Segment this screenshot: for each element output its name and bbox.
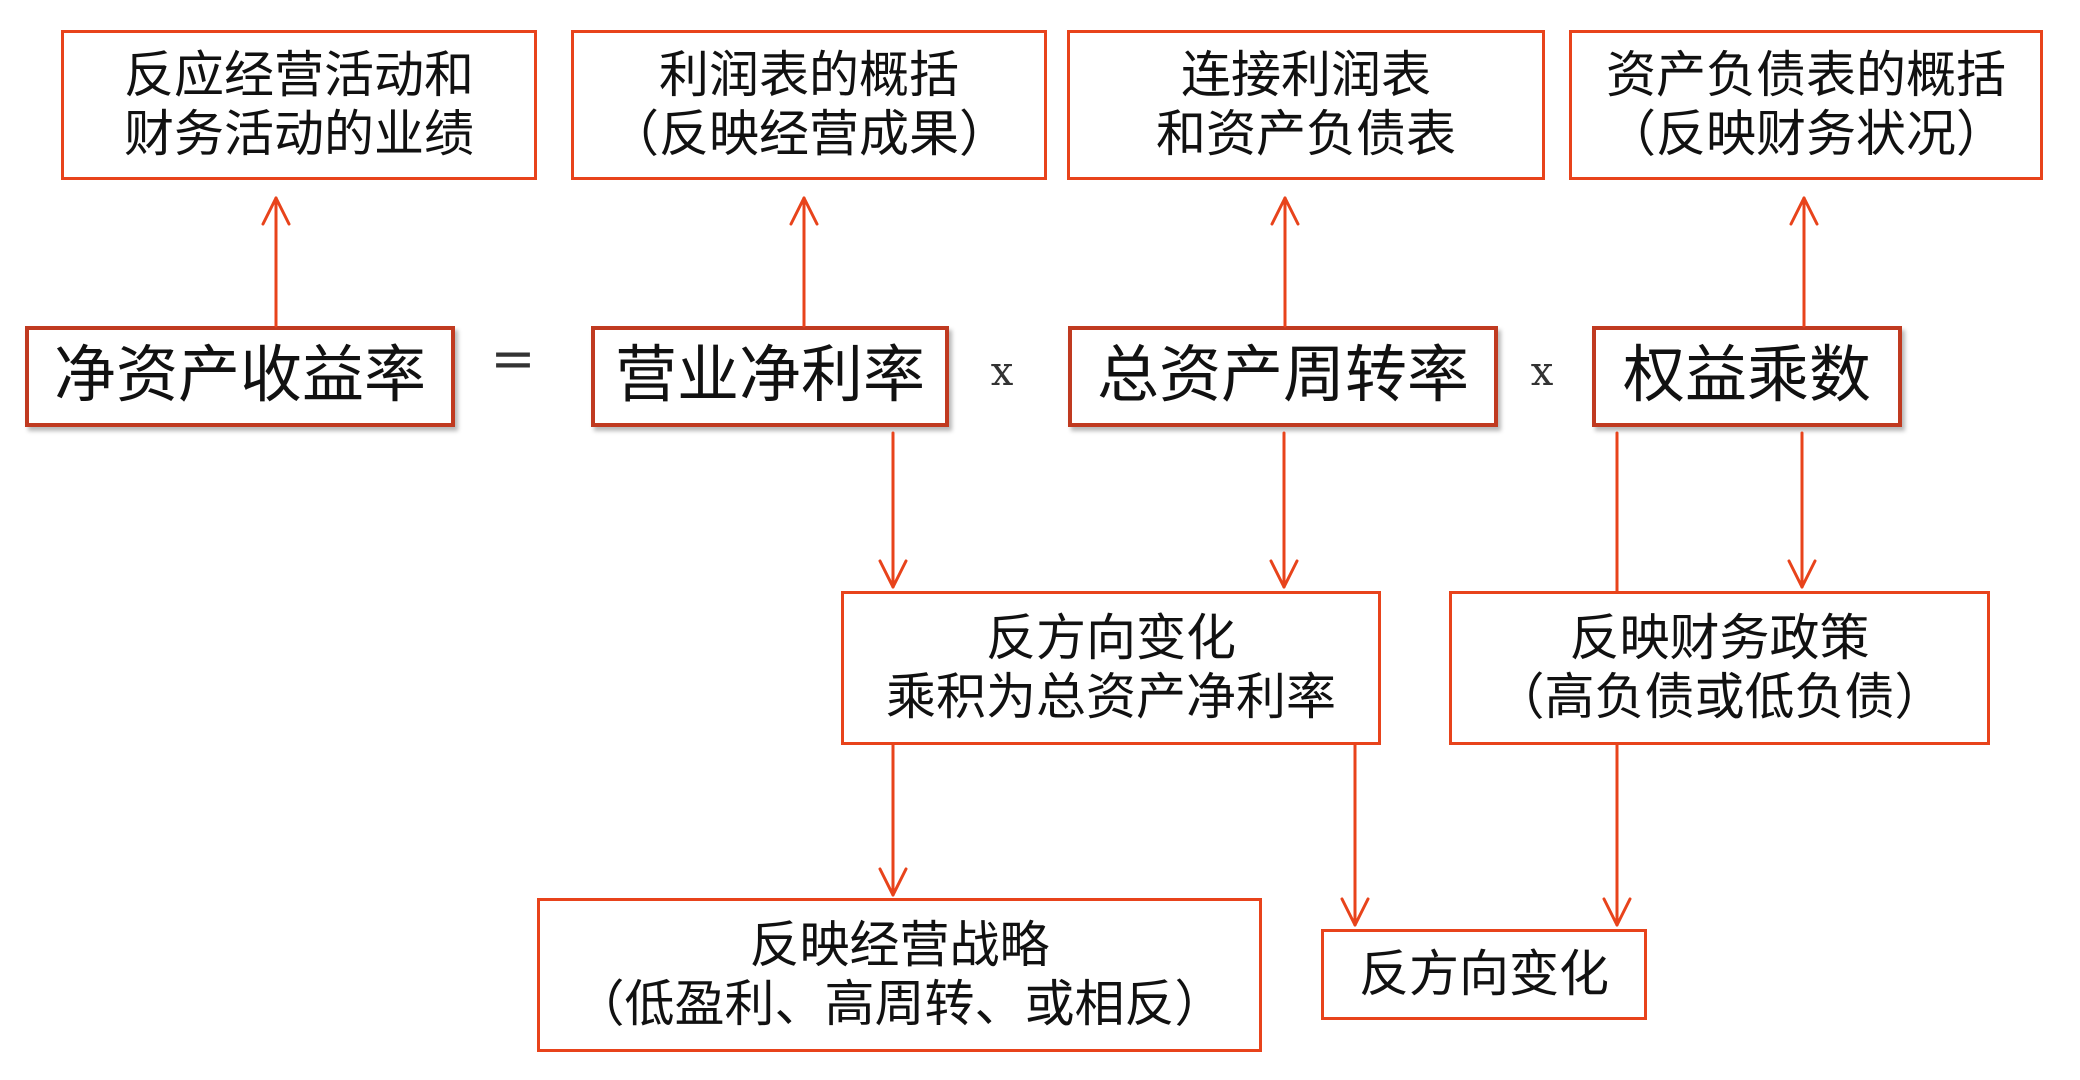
balance-sheet-summary-line-2: （反映财务状况） [1606,105,2006,163]
inverse-product-line-1: 反方向变化 [986,609,1236,667]
inverse-change-label: 反方向变化 [1359,945,1609,1003]
statement-link-line-1: 连接利润表 [1181,46,1431,104]
multiplier-to-financial-policy-head [1787,559,1817,589]
inverse-product-to-inverse-change-head [1340,897,1370,927]
operating-strategy-box: 反映经营战略 （低盈利、高周转、或相反） [537,898,1262,1052]
net-margin-label: 营业净利率 [614,337,925,411]
margin-to-income-statement-arrow [789,196,819,328]
turnover-to-inverse-product-head [1269,559,1299,589]
inverse-product-to-operating-strategy-head [878,867,908,897]
inverse-product-box: 反方向变化 乘积为总资产净利率 [841,591,1381,745]
multiplier-to-balance-sheet-arrow [1789,196,1819,328]
performance-line-2: 财务活动的业绩 [124,105,474,163]
statement-link-box: 连接利润表 和资产负债表 [1067,30,1545,180]
income-statement-summary-line-1: 利润表的概括 [659,46,959,104]
roe-box: 净资产收益率 [25,326,455,427]
asset-turnover-label: 总资产周转率 [1096,337,1469,411]
turnover-to-statement-link-arrow [1270,196,1300,328]
equity-multiplier-label: 权益乘数 [1622,337,1871,411]
roe-to-performance-head [261,196,291,226]
asset-turnover-box: 总资产周转率 [1068,326,1498,427]
turnover-to-inverse-product-arrow [1269,431,1299,589]
turnover-to-statement-link-head [1270,196,1300,226]
equals-sign: = [490,327,536,390]
performance-line-1: 反应经营活动和 [124,46,474,104]
roe-to-performance-arrow [261,196,291,328]
roe-label: 净资产收益率 [53,337,426,411]
equity-multiplier-box: 权益乘数 [1592,326,1902,427]
operating-strategy-line-2: （低盈利、高周转、或相反） [574,975,1225,1033]
multiply-sign-2: x [1530,349,1554,395]
inverse-product-line-2: 乘积为总资产净利率 [886,668,1336,726]
income-statement-summary-line-2: （反映经营成果） [609,105,1009,163]
financial-policy-to-inverse-change-head [1602,897,1632,927]
multiplier-to-balance-sheet-head [1789,196,1819,226]
margin-to-income-statement-head [789,196,819,226]
multiply-sign-1: x [990,349,1014,395]
financial-policy-line-1: 反映财务政策 [1569,609,1870,667]
margin-to-inverse-product-arrow [878,431,908,589]
balance-sheet-summary-line-1: 资产负债表的概括 [1606,46,2006,104]
inverse-product-to-inverse-change-arrow [1340,743,1370,927]
performance-box: 反应经营活动和 财务活动的业绩 [61,30,537,180]
income-statement-summary-box: 利润表的概括 （反映经营成果） [571,30,1047,180]
net-margin-box: 营业净利率 [591,326,949,427]
financial-policy-box: 反映财务政策 （高负债或低负债） [1449,591,1990,745]
margin-to-inverse-product-head [878,559,908,589]
financial-policy-to-inverse-change-arrow [1602,743,1632,927]
operating-strategy-line-1: 反映经营战略 [749,916,1050,974]
statement-link-line-2: 和资产负债表 [1156,105,1456,163]
multiplier-to-financial-policy-arrow [1787,431,1817,589]
financial-policy-line-2: （高负债或低负债） [1494,668,1945,726]
inverse-change-box: 反方向变化 [1321,929,1647,1020]
balance-sheet-summary-box: 资产负债表的概括 （反映财务状况） [1569,30,2043,180]
inverse-product-to-operating-strategy-arrow [878,743,908,897]
